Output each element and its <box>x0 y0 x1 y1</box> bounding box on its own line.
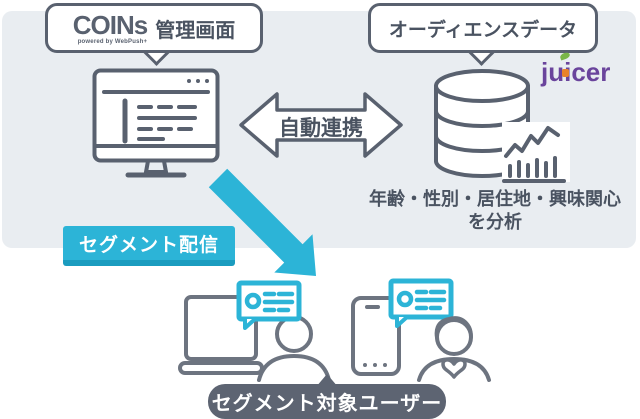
analysis-caption-line1: 年齢・性別・居住地・興味関心 <box>369 189 621 209</box>
coins-bubble: COINs powered by WebPush+ 管理画面 <box>45 3 263 53</box>
phone-icon <box>351 296 401 376</box>
target-users-pill: セグメント対象ユーザー <box>208 384 446 419</box>
delivery-arrow-icon <box>208 168 316 276</box>
sync-arrow-icon <box>239 92 403 158</box>
coins-bubble-label: 管理画面 <box>155 19 236 42</box>
target-users-label: セグメント対象ユーザー <box>211 393 443 415</box>
segment-delivery-label: セグメント配信 <box>78 234 219 256</box>
audience-bubble-label: オーディエンスデータ <box>388 19 578 41</box>
segment-delivery-badge: セグメント配信 <box>63 226 235 266</box>
database-icon <box>434 69 570 183</box>
analysis-caption: 年齢・性別・居住地・興味関心 を分析 <box>350 188 640 234</box>
audience-bubble: オーディエンスデータ <box>368 3 598 53</box>
coins-logo-text: COINs <box>72 9 148 40</box>
monitor-icon <box>92 68 220 178</box>
notification-icon <box>388 278 454 328</box>
person-female-icon <box>417 316 491 382</box>
target-users-tail <box>316 374 338 387</box>
juicer-logo-text: juicer <box>541 57 611 87</box>
coins-logo: COINs powered by WebPush+ <box>72 9 148 45</box>
analysis-caption-line2: を分析 <box>468 212 522 233</box>
sync-arrow-label: 自動連携 <box>279 117 363 140</box>
coins-logo-subtext: powered by WebPush+ <box>77 38 148 45</box>
juicer-juice-icon <box>562 69 569 77</box>
notification-icon <box>236 280 302 330</box>
juicer-logo: juicer <box>541 51 640 93</box>
chart-icon <box>502 122 570 183</box>
